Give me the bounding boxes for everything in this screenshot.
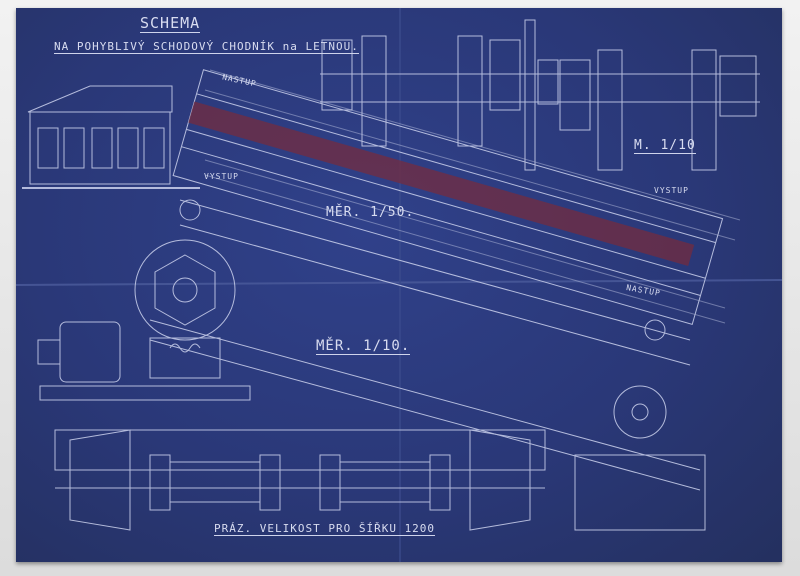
- footer-note: PRÁZ. VELIKOST PRO ŠÍŘKU 1200: [214, 522, 436, 536]
- scale-label-1-10-top: M. 1/10: [634, 138, 696, 154]
- fold-line: [15, 279, 783, 286]
- stair-steps: [204, 69, 741, 324]
- shaft-detail: [54, 429, 546, 531]
- station-building: [22, 85, 200, 189]
- gear-train-detail: [320, 19, 760, 171]
- scale-label-1-10-mid: MĚR. 1/10.: [316, 338, 411, 355]
- drawing-title: SCHEMA: [140, 14, 201, 33]
- label-vystup-right: VYSTUP: [654, 186, 689, 195]
- label-vystup-left: VYSTUP: [204, 172, 239, 181]
- tail-wheel: [574, 385, 706, 531]
- drawing-subtitle: NA POHYBLIVÝ SCHODOVÝ CHODNÍK na LETNOU.: [54, 40, 359, 54]
- drive-wheel: [134, 239, 236, 341]
- electric-motor: [37, 321, 251, 401]
- conveyor-plan: [172, 69, 724, 325]
- scale-label-1-50: MĚR. 1/50.: [326, 205, 415, 220]
- conveyor-side-view: [149, 199, 701, 491]
